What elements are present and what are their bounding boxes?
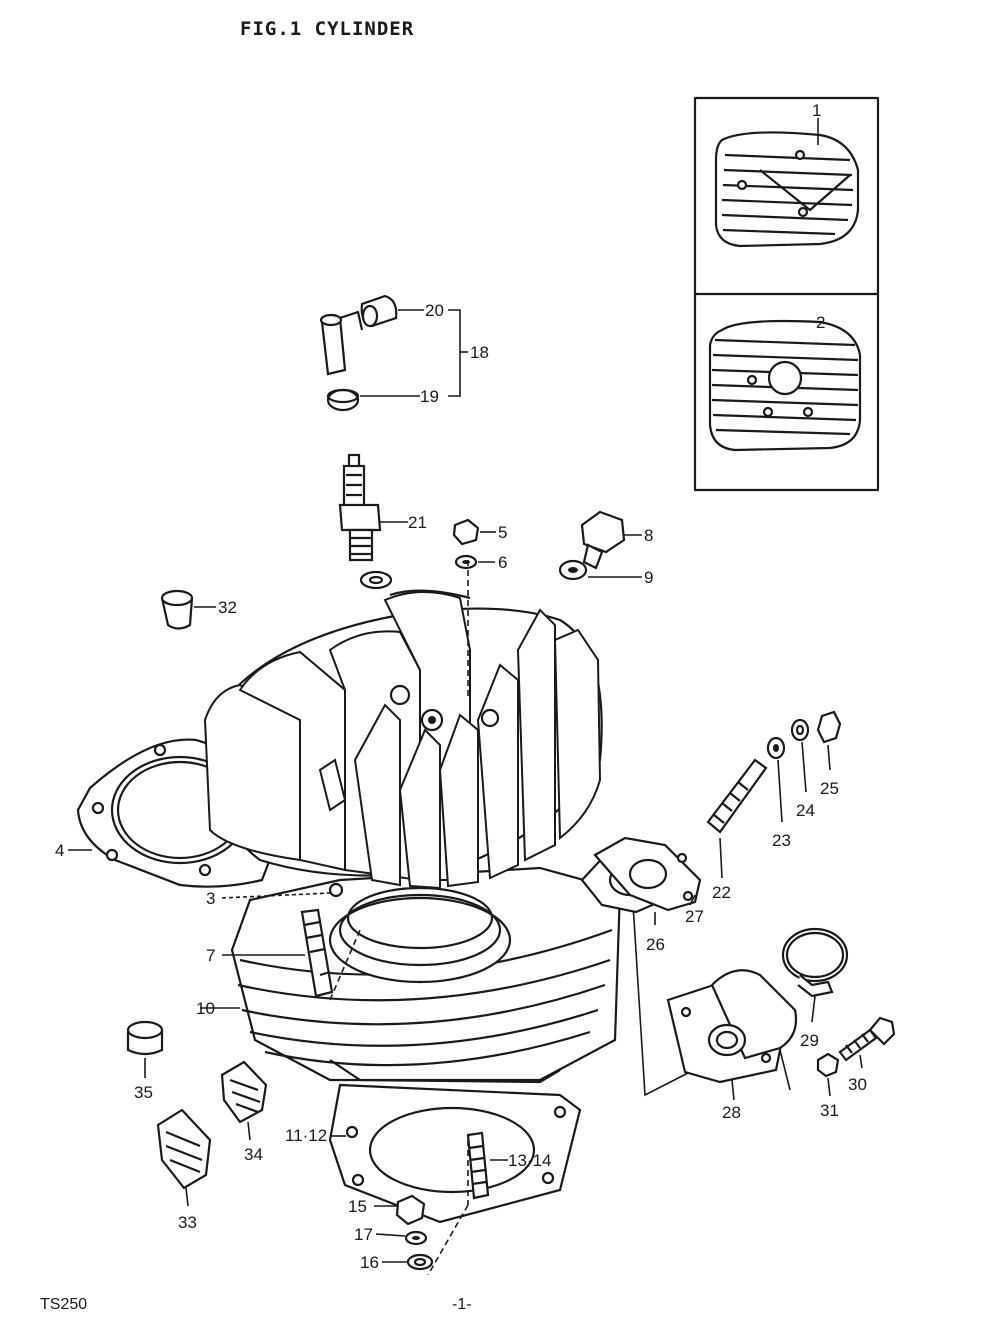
callout-23: 23 [772,831,791,850]
cylinder-head[interactable] [203,589,603,890]
callout-13-14: 13·14 [508,1151,551,1170]
figure-title: FIG.1 CYLINDER [240,18,415,40]
head-variant-2[interactable] [708,319,862,452]
damper-34[interactable] [220,1060,268,1141]
callout-3: 3 [206,889,215,908]
bolt-and-gasket-8-9[interactable] [558,510,642,581]
model-label: TS250 [40,1296,88,1313]
callout-6: 6 [498,553,507,572]
callout-33: 33 [178,1213,197,1232]
intake-stud-hardware[interactable] [706,710,842,879]
callout-27: 27 [685,907,704,926]
callout-10: 10 [196,999,215,1018]
inset-head-variants: 1 2 [693,96,880,492]
cap-35[interactable] [126,1020,164,1078]
callout-31: 31 [820,1101,839,1120]
callout-8: 8 [644,526,653,545]
assembly-lines [329,560,791,1276]
callout-1: 1 [812,101,821,120]
callout-34: 34 [244,1145,263,1164]
callout-15: 15 [348,1197,367,1216]
damper-33[interactable] [156,1108,212,1207]
spark-plug[interactable] [338,453,408,590]
callout-2: 2 [816,313,825,332]
callout-20: 20 [425,301,444,320]
studs-3-7[interactable] [221,882,344,998]
head-variant-1[interactable] [714,131,860,248]
callout-4: 4 [55,841,64,860]
base-gasket[interactable] [328,1083,582,1224]
plug-cap-assembly[interactable] [319,294,468,412]
callout-19: 19 [420,387,439,406]
callout-35: 35 [134,1083,153,1102]
page-number: -1- [452,1296,472,1313]
nut-washers-15-16-17[interactable] [374,1194,434,1271]
cap-32[interactable] [160,589,216,630]
callout-18: 18 [470,343,489,362]
callout-25: 25 [820,779,839,798]
callout-22: 22 [712,883,731,902]
intake-gaskets-26-27[interactable] [580,836,702,925]
stud-13-14[interactable] [466,1131,508,1200]
callout-16: 16 [360,1253,379,1272]
cylinder-body[interactable] [200,866,622,1084]
callout-9: 9 [644,568,653,587]
intake-pipe[interactable] [666,969,798,1101]
clamp-bolt-nut[interactable] [816,1016,896,1097]
callout-28: 28 [722,1103,741,1122]
callout-11-12: 11·12 [285,1126,327,1145]
callout-30: 30 [848,1075,867,1094]
callout-17: 17 [354,1225,373,1244]
callout-24: 24 [796,801,815,820]
callout-29: 29 [800,1031,819,1050]
callout-26: 26 [646,935,665,954]
intake-clamp[interactable] [781,927,849,1023]
callout-32: 32 [218,598,237,617]
callout-7: 7 [206,946,215,965]
callout-5: 5 [498,523,507,542]
nut-and-washer-5-6[interactable] [452,518,496,570]
callout-21: 21 [408,513,427,532]
